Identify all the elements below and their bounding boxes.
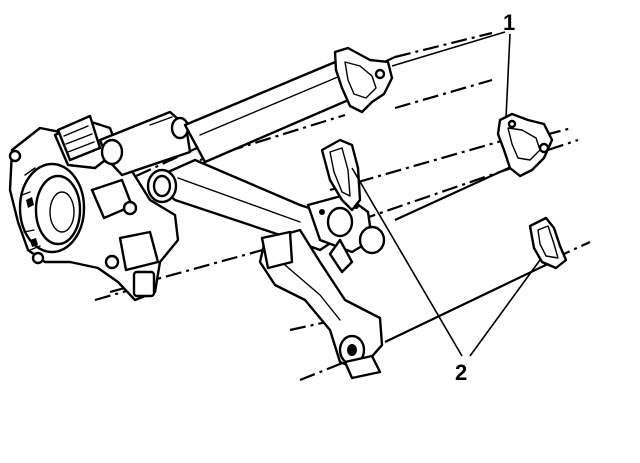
gasket-1a-bolt-hole xyxy=(374,68,386,80)
axis-upper2-dashed xyxy=(199,113,346,162)
lower-pipe-port-hole xyxy=(347,344,357,356)
gasket-1a-outer xyxy=(333,46,394,114)
engine-housing xyxy=(8,126,180,302)
housing-bore-inner xyxy=(34,174,82,246)
crossbar-end-left xyxy=(100,138,124,166)
center-flange-port xyxy=(326,206,354,238)
gasket-2-upper xyxy=(320,138,362,212)
axis-upper2-dashed-far xyxy=(394,78,493,110)
axis-lower-dashed xyxy=(109,246,271,294)
gasket-2a-inner xyxy=(329,147,351,197)
center-flange-bolt-1 xyxy=(319,209,325,215)
callout-number-1: 1 xyxy=(503,10,515,35)
outlet-flange xyxy=(56,114,102,162)
housing-bolt-head-2 xyxy=(31,251,45,265)
housing-boss-bolt xyxy=(122,200,138,216)
stud-rod-lower xyxy=(384,261,553,343)
gasket-1a-inner xyxy=(344,61,377,99)
callout-number-2: 2 xyxy=(455,360,467,385)
leader-1-to-gasket-1a xyxy=(391,31,506,67)
gasket-2-lower xyxy=(528,216,568,270)
housing-shading xyxy=(26,197,38,247)
housing-bolt-marks xyxy=(21,167,41,251)
axis-bottom-dashed-left xyxy=(299,360,346,382)
gasket-1-lower xyxy=(496,112,554,178)
housing-lower-bolt xyxy=(104,254,120,270)
crossover-pipe-edge xyxy=(177,177,301,223)
housing-bolt-head-1 xyxy=(8,149,22,163)
leader-1-to-gasket-1b xyxy=(505,33,511,119)
lower-pipe-mount xyxy=(260,230,294,270)
lower-pipe xyxy=(258,228,384,380)
gasket-1-upper xyxy=(333,46,394,114)
axis-upper-dashed-far xyxy=(394,31,493,59)
upper-tube-highlight xyxy=(199,73,346,136)
leader-2-to-gasket-2b xyxy=(469,259,541,357)
leader-2-to-gasket-2a xyxy=(351,167,463,357)
lower-pipe-foot xyxy=(343,354,382,380)
gasket-2b-inner xyxy=(537,225,559,259)
gasket-1b-bolt-hole-2 xyxy=(507,119,517,129)
crossover-pipe-bore xyxy=(152,174,172,198)
gasket-1b-bolt-hole xyxy=(538,142,550,154)
outlet-ribs xyxy=(63,125,95,153)
center-flange xyxy=(306,193,386,274)
callout-leaders xyxy=(351,31,541,357)
upper-outlet-fitting xyxy=(53,110,192,177)
center-flange-boss xyxy=(358,225,386,255)
axis-lower-dashed-left xyxy=(94,288,131,302)
housing-foot xyxy=(132,270,156,298)
axis-mid2-dashed-end xyxy=(547,138,579,152)
lower-pipe-edge xyxy=(284,264,341,321)
axis-bottom-dashed-mid xyxy=(289,316,346,332)
gasket-1b-outer xyxy=(496,112,554,178)
crossbar-detail xyxy=(149,116,173,126)
housing-lower-boss xyxy=(118,230,160,272)
housing-bore-core xyxy=(49,191,75,233)
gasket-1b-inner xyxy=(507,127,541,161)
center-flange-stem xyxy=(328,238,354,274)
